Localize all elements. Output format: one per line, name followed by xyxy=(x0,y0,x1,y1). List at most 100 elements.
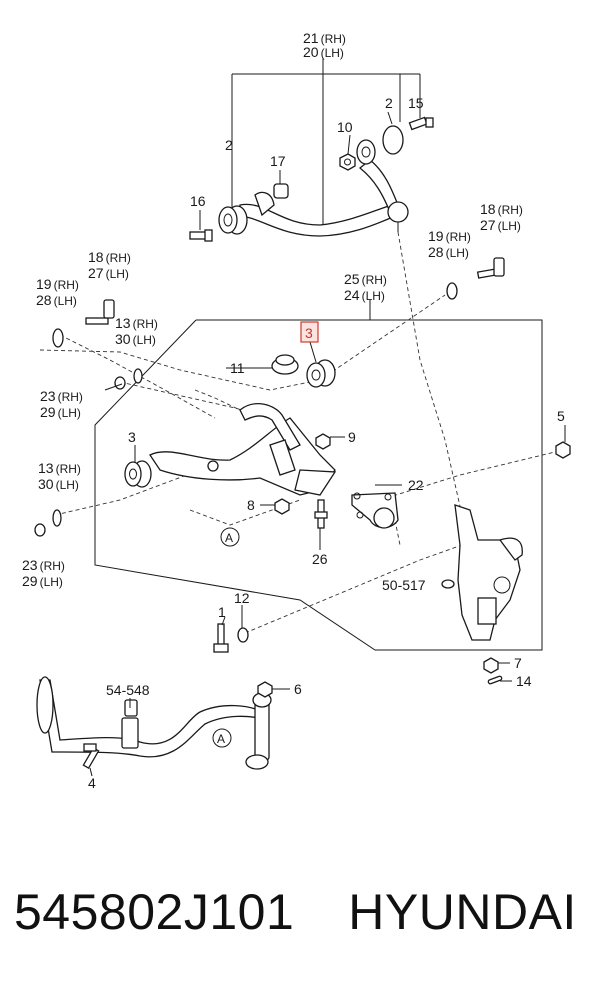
svg-text:28(LH): 28(LH) xyxy=(428,244,469,260)
callout-18-left: 18 xyxy=(88,249,104,265)
washer-17 xyxy=(273,183,289,199)
callout-3-highlighted[interactable]: 3 xyxy=(305,325,313,341)
callout-23-upper: 23 xyxy=(40,388,56,404)
bolt-26 xyxy=(314,499,328,529)
callout-19-right: 19 xyxy=(428,228,444,244)
callout-23-lower: 23 xyxy=(22,557,38,573)
callout-13-upper: 13 xyxy=(115,315,131,331)
callout-18-right: 18 xyxy=(480,201,496,217)
svg-text:13(RH): 13(RH) xyxy=(38,460,81,476)
callout-11: 11 xyxy=(230,360,245,376)
callout-leaders xyxy=(89,111,566,777)
callout-30-lower-lh: (LH) xyxy=(56,478,79,492)
callout-30-lower: 30 xyxy=(38,476,54,492)
callout-50-517: 50-517 xyxy=(382,577,426,593)
callout-3-left: 3 xyxy=(128,429,136,445)
callout-27-left-lh: (LH) xyxy=(106,267,129,281)
washer-19-right xyxy=(446,282,458,300)
callout-19-left-rh: (RH) xyxy=(54,278,79,292)
callout-28-right-lh: (LH) xyxy=(446,246,469,260)
svg-text:23(RH): 23(RH) xyxy=(22,557,65,573)
svg-text:18(RH): 18(RH) xyxy=(480,201,523,217)
callout-8: 8 xyxy=(247,497,255,513)
svg-text:18(RH): 18(RH) xyxy=(88,249,131,265)
callout-54-548: 54-548 xyxy=(106,682,150,698)
callout-28-left: 28 xyxy=(36,292,52,308)
lower-arm-bushing-3-rear xyxy=(306,359,336,388)
bolt-4 xyxy=(82,743,100,770)
nut-5 xyxy=(555,441,571,459)
lower-arm-frame xyxy=(94,319,543,651)
callout-6: 6 xyxy=(294,681,302,697)
callout-29-upper: 29 xyxy=(40,404,56,420)
callout-25: 25 xyxy=(344,271,360,287)
nut-7 xyxy=(483,657,499,674)
nut-23-lower xyxy=(34,523,46,537)
washer-12 xyxy=(237,627,249,643)
callout-21: 21 xyxy=(303,30,319,46)
callout-2-left: 2 xyxy=(225,137,233,153)
sensor-50-517 xyxy=(441,579,455,589)
svg-text:29(LH): 29(LH) xyxy=(22,573,63,589)
callout-24-lh: (LH) xyxy=(362,289,385,303)
callout-12: 12 xyxy=(234,590,250,606)
upper-arm-bushing-rear xyxy=(356,125,404,165)
reference-a-upper: A xyxy=(225,531,233,545)
caption: 545802J101 HYUNDAI xyxy=(14,872,594,952)
nut-8 xyxy=(274,498,290,515)
callout-14: 14 xyxy=(516,673,532,689)
svg-text:19(RH): 19(RH) xyxy=(428,228,471,244)
reference-a-lower: A xyxy=(217,732,225,746)
nut-23-upper xyxy=(114,376,126,390)
callout-17: 17 xyxy=(270,153,286,169)
washer-13-upper xyxy=(133,368,143,384)
callout-29-lower: 29 xyxy=(22,573,38,589)
svg-text:23(RH): 23(RH) xyxy=(40,388,83,404)
callout-18-right-rh: (RH) xyxy=(498,203,523,217)
callout-30-upper: 30 xyxy=(115,331,131,347)
lower-arm-bushing-3-front xyxy=(124,460,152,488)
callout-27-right-lh: (LH) xyxy=(498,219,521,233)
bolt-18-right xyxy=(476,257,505,279)
bolt-15 xyxy=(408,116,434,131)
callout-13-lower-rh: (RH) xyxy=(56,462,81,476)
callout-27-right: 27 xyxy=(480,217,496,233)
cotter-pin-14 xyxy=(487,675,503,685)
bolt-18-left xyxy=(85,299,115,325)
callout-20: 20 xyxy=(303,44,319,60)
reference-a-circle-lower xyxy=(212,728,232,748)
svg-text:19(RH): 19(RH) xyxy=(36,276,79,292)
stopper-11 xyxy=(271,354,299,375)
part-number: 545802J101 xyxy=(14,884,295,940)
svg-text:13(RH): 13(RH) xyxy=(115,315,158,331)
callout-13-upper-rh: (RH) xyxy=(133,317,158,331)
callout-1: 1 xyxy=(218,604,226,620)
callout-10: 10 xyxy=(337,119,353,135)
callout-23-upper-rh: (RH) xyxy=(58,390,83,404)
callout-22: 22 xyxy=(408,477,424,493)
washer-13-lower xyxy=(52,509,62,527)
callout-19-right-rh: (RH) xyxy=(446,230,471,244)
svg-text:27(LH): 27(LH) xyxy=(480,217,521,233)
callout-2-upper: 2 xyxy=(385,95,393,111)
brand-name: HYUNDAI xyxy=(348,884,577,940)
svg-text:27(LH): 27(LH) xyxy=(88,265,129,281)
callout-3-highlight-box[interactable] xyxy=(300,321,319,343)
callout-28-right: 28 xyxy=(428,244,444,260)
stabilizer-link xyxy=(245,692,272,770)
bolt-1 xyxy=(213,623,229,653)
callout-13-lower: 13 xyxy=(38,460,54,476)
callout-27-left: 27 xyxy=(88,265,104,281)
callout-7: 7 xyxy=(514,655,522,671)
callout-29-upper-lh: (LH) xyxy=(58,406,81,420)
reference-a-circle-upper xyxy=(220,527,240,547)
upper-arm-bushing-front xyxy=(218,205,248,235)
washer-19-left xyxy=(52,328,64,348)
callout-29-lower-lh: (LH) xyxy=(40,575,63,589)
callout-28-left-lh: (LH) xyxy=(54,294,77,308)
bolt-16 xyxy=(189,229,213,242)
callout-23-lower-rh: (RH) xyxy=(40,559,65,573)
steering-knuckle xyxy=(454,504,523,641)
nut-6 xyxy=(257,681,273,698)
callout-30-upper-lh: (LH) xyxy=(133,333,156,347)
